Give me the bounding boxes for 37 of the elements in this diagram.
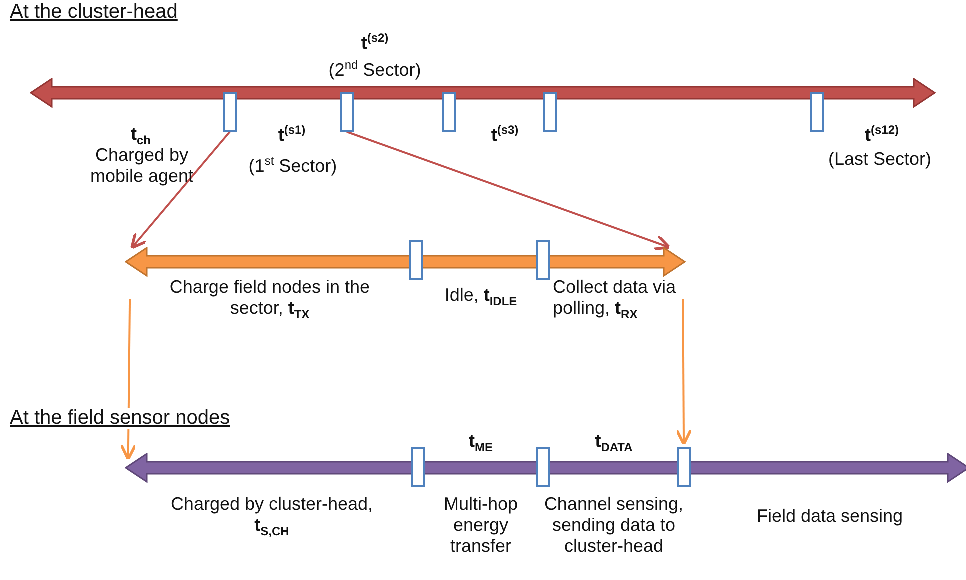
time-marker <box>223 92 237 132</box>
phase-label: Multi-hop energy transfer <box>442 494 520 557</box>
time-marker <box>536 447 550 487</box>
time-marker <box>442 92 456 132</box>
time-marker <box>677 447 691 487</box>
phase-label: (2$^{nd}$ Sector) <box>328 57 422 81</box>
timeline-bar <box>30 78 936 108</box>
time-marker <box>340 92 354 132</box>
arrow <box>346 131 671 251</box>
phase-label: Collect data via polling, t$_{RX}$ <box>553 277 678 324</box>
phase-label: Charge field nodes in the sector, t$_{TX}$ <box>168 277 372 324</box>
time-marker <box>536 240 550 280</box>
phase-label: Charged by mobile agent <box>89 145 195 187</box>
phase-label: (1$^{st}$ Sector) <box>248 153 338 177</box>
timeline-bar <box>125 453 966 483</box>
time-label: t$^{(s3)}$ <box>490 122 520 146</box>
phase-label: (Last Sector) <box>827 149 933 170</box>
arrow <box>120 298 137 461</box>
timeline-bar <box>125 247 686 277</box>
phase-label: Charged by cluster-head, t$_{S,CH}$ <box>170 494 374 541</box>
time-marker <box>411 447 425 487</box>
time-marker <box>543 92 557 132</box>
time-label: t$^{(s12)}$ <box>864 122 900 146</box>
time-label: t$_{DATA}$ <box>594 431 634 457</box>
section-title: At the cluster-head <box>10 2 178 23</box>
time-marker <box>810 92 824 132</box>
time-label: t$^{(s1)}$ <box>277 122 307 146</box>
phase-label: Field data sensing <box>756 506 904 527</box>
time-label: t$_{ME}$ <box>468 431 494 457</box>
arrow <box>676 299 692 446</box>
time-marker <box>409 240 423 280</box>
time-label: t$^{(s2)}$ <box>360 30 390 54</box>
phase-label: Idle, t$_{IDLE}$ <box>444 285 518 311</box>
section-title: At the field sensor nodes <box>10 408 230 429</box>
arrow <box>130 131 231 250</box>
phase-label: Channel sensing, sending data to cluster-head <box>543 494 685 557</box>
time-label: t$_{ch}$ <box>130 124 152 148</box>
